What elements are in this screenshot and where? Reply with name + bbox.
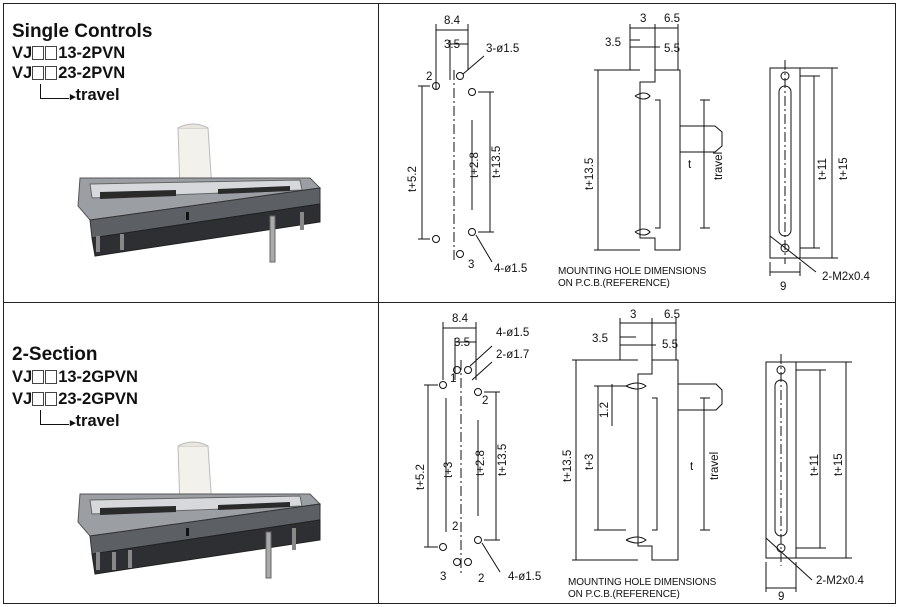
dim-9: 9 bbox=[780, 281, 786, 293]
dim-3: 3 bbox=[440, 571, 446, 583]
dim-t+13.5: t+13.5 bbox=[491, 146, 503, 178]
blank-box bbox=[45, 392, 58, 406]
dim-t+13.5-mid: t+13.5 bbox=[584, 158, 596, 190]
dim-2: 2 bbox=[482, 395, 488, 407]
dim-1.2: 1.2 bbox=[599, 402, 611, 418]
note-mounting-holes-single: MOUNTING HOLE DIMENSIONS ON P.C.B.(REFER… bbox=[558, 266, 706, 290]
dim-6.5: 6.5 bbox=[664, 309, 680, 321]
model-prefix: VJ bbox=[12, 368, 33, 386]
dim-travel: travel bbox=[709, 452, 721, 480]
dim-t+13.5-mid: t+13.5 bbox=[562, 450, 574, 482]
dim-8.4: 8.4 bbox=[444, 15, 461, 27]
dim-4-holes: 4-ø1.5 bbox=[496, 327, 529, 339]
table-frame bbox=[3, 3, 896, 604]
travel-label-dual: ▸travel bbox=[70, 412, 120, 430]
dim-3.5: 3.5 bbox=[454, 337, 470, 349]
dim-4-holes: 4-ø1.5 bbox=[494, 263, 527, 275]
blank-box bbox=[32, 370, 45, 384]
model-code-dual-1: VJ 13-2GPVN bbox=[12, 367, 138, 387]
dim-t+2.8: t+2.8 bbox=[469, 152, 481, 178]
dim-6.5: 6.5 bbox=[664, 13, 680, 25]
travel-indicator-line bbox=[40, 410, 69, 425]
model-code-single-2: VJ 23-2PVN bbox=[12, 63, 125, 83]
blank-box bbox=[32, 46, 45, 60]
note-line-2: ON P.C.B.(REFERENCE) bbox=[558, 278, 670, 289]
dim-5.5: 5.5 bbox=[664, 43, 680, 55]
travel-indicator-line bbox=[40, 84, 69, 99]
dim-2b: 2 bbox=[452, 521, 458, 533]
note-line-2: ON P.C.B.(REFERENCE) bbox=[568, 589, 680, 600]
dim-t+13.5: t+13.5 bbox=[497, 444, 509, 476]
dim-3.5-mid: 3.5 bbox=[605, 37, 621, 49]
note-mounting-holes-dual: MOUNTING HOLE DIMENSIONS ON P.C.B.(REFER… bbox=[568, 577, 716, 601]
dim-t+2.8: t+2.8 bbox=[475, 450, 487, 476]
blank-box bbox=[45, 66, 58, 80]
column-divider bbox=[378, 3, 379, 604]
note-line-1: MOUNTING HOLE DIMENSIONS bbox=[558, 266, 707, 277]
section-title-dual: 2-Section bbox=[12, 344, 98, 365]
dim-t+15: t+15 bbox=[833, 453, 845, 476]
dim-t+3-mid: t+3 bbox=[584, 454, 596, 470]
model-suffix: 23-2PVN bbox=[58, 64, 126, 82]
model-prefix: VJ bbox=[12, 390, 33, 408]
travel-label-single: ▸travel bbox=[70, 86, 120, 104]
dim-t+15: t+15 bbox=[838, 157, 850, 180]
dim-t+5.2: t+5.2 bbox=[415, 464, 427, 490]
dim-5.5: 5.5 bbox=[662, 339, 678, 351]
dim-8.4: 8.4 bbox=[452, 313, 469, 325]
dim-2c: 2 bbox=[478, 573, 484, 585]
dim-2-holes: 2-ø1.7 bbox=[496, 349, 529, 361]
dim-3.5: 3.5 bbox=[444, 39, 460, 51]
dim-t+11: t+11 bbox=[817, 158, 829, 180]
product-image-dual bbox=[77, 441, 322, 579]
note-line-1: MOUNTING HOLE DIMENSIONS bbox=[568, 577, 717, 588]
dim-4-holes-b: 4-ø1.5 bbox=[508, 571, 541, 583]
dim-3-mid: 3 bbox=[630, 309, 636, 321]
dim-screw: 2-M2x0.4 bbox=[822, 271, 871, 283]
dim-3-mid: 3 bbox=[640, 13, 646, 25]
blank-box bbox=[45, 46, 58, 60]
dim-screw: 2-M2x0.4 bbox=[816, 575, 865, 587]
dim-9: 9 bbox=[778, 591, 784, 603]
product-image-single bbox=[77, 123, 322, 263]
dim-t+5.2: t+5.2 bbox=[407, 166, 419, 192]
blank-box bbox=[32, 392, 45, 406]
blank-box bbox=[32, 66, 45, 80]
model-code-single-1: VJ 13-2PVN bbox=[12, 43, 125, 63]
model-suffix: 13-2PVN bbox=[58, 44, 126, 62]
dim-t: t bbox=[690, 461, 694, 473]
section-title-single: Single Controls bbox=[12, 21, 153, 42]
model-prefix: VJ bbox=[12, 64, 33, 82]
blank-box bbox=[45, 370, 58, 384]
model-prefix: VJ bbox=[12, 44, 33, 62]
dim-t+3: t+3 bbox=[443, 462, 455, 478]
model-suffix: 23-2GPVN bbox=[58, 390, 138, 408]
model-code-dual-2: VJ 23-2GPVN bbox=[12, 389, 138, 409]
row-divider bbox=[3, 302, 896, 303]
dim-2: 2 bbox=[426, 71, 432, 83]
dim-1: 1 bbox=[450, 373, 456, 385]
dim-3-holes: 3-ø1.5 bbox=[486, 43, 519, 55]
dim-t: t bbox=[688, 159, 692, 171]
dim-travel: travel bbox=[713, 152, 725, 180]
dim-3.5-mid: 3.5 bbox=[592, 333, 608, 345]
dim-t+11: t+11 bbox=[809, 454, 821, 476]
model-suffix: 13-2GPVN bbox=[58, 368, 138, 386]
dim-3: 3 bbox=[468, 259, 474, 271]
